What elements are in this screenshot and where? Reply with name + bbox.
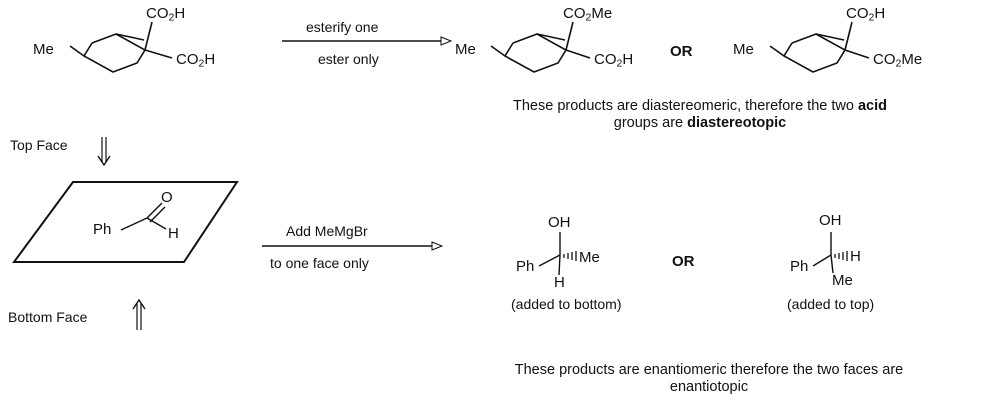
product2a-me-label: Me	[579, 249, 600, 266]
product2b-oh-label: OH	[819, 212, 842, 229]
product-a-me-label: Me	[455, 41, 476, 58]
product2a-ph-bond	[538, 254, 561, 267]
reactant-me-label: Me	[33, 41, 54, 58]
product-a-top-label: CO2Me	[563, 5, 613, 24]
product2a-ph-label: Ph	[516, 258, 535, 275]
product2a-oh-label: OH	[548, 214, 571, 231]
reactant-up-bond	[144, 21, 153, 51]
product2a-caption: (added to bottom)	[511, 296, 622, 312]
product2b-me-bond	[830, 254, 834, 274]
product-b-right-label: CO2Me	[873, 51, 923, 70]
reaction2-conclusion: These products are enantiomeric therefor…	[514, 362, 904, 395]
aldehyde-co-bond-1	[146, 202, 163, 219]
reactant-right-bond	[144, 49, 173, 59]
reactant-top-label: CO2H	[146, 5, 186, 24]
product-b-ring	[782, 33, 847, 73]
reactant-right-label: CO2H	[176, 51, 216, 70]
product-a-right-label: CO2H	[594, 51, 634, 70]
reaction1-arrow-head	[440, 36, 453, 46]
product-a-ring	[503, 33, 568, 73]
product2b-h-label: H	[850, 248, 861, 265]
aldehyde-ch-bond	[146, 217, 167, 230]
reaction2-arrow-head	[431, 241, 444, 251]
molecular-plane	[12, 181, 239, 263]
reaction1-condition-bottom: ester only	[318, 51, 379, 67]
aldehyde-o-label: O	[161, 189, 173, 206]
aldehyde-ph-label: Ph	[93, 221, 112, 238]
product-b-me-label: Me	[733, 41, 754, 58]
reaction2-or: OR	[672, 253, 695, 270]
product2b-caption: (added to top)	[787, 296, 875, 312]
reaction2-condition-top: Add MeMgBr	[286, 223, 368, 239]
product2a-h-label: H	[554, 274, 565, 291]
aldehyde-co-bond-2	[149, 206, 166, 223]
reaction2-condition-bottom: to one face only	[270, 255, 369, 271]
product2a-hashed-bond	[563, 251, 577, 261]
reactant-me-bond	[69, 45, 85, 57]
product2b-ph-label: Ph	[790, 258, 809, 275]
product2b-me-label: Me	[832, 272, 853, 289]
reaction1-or: OR	[670, 43, 693, 60]
reaction1-conclusion: These products are diastereomeric, there…	[513, 98, 887, 131]
product2a-h-bond	[558, 254, 561, 276]
top-face-label: Top Face	[10, 137, 68, 153]
aldehyde-h-label: H	[168, 225, 179, 242]
aldehyde-ph-bond	[120, 217, 148, 231]
reactant-ring	[82, 33, 147, 73]
product-b-top-label: CO2H	[846, 5, 886, 24]
reaction1-condition-top: esterify one	[306, 19, 379, 35]
bottom-face-label: Bottom Face	[8, 309, 88, 325]
product2b-ph-bond	[812, 254, 832, 267]
product2b-hashed-bond	[834, 251, 848, 261]
